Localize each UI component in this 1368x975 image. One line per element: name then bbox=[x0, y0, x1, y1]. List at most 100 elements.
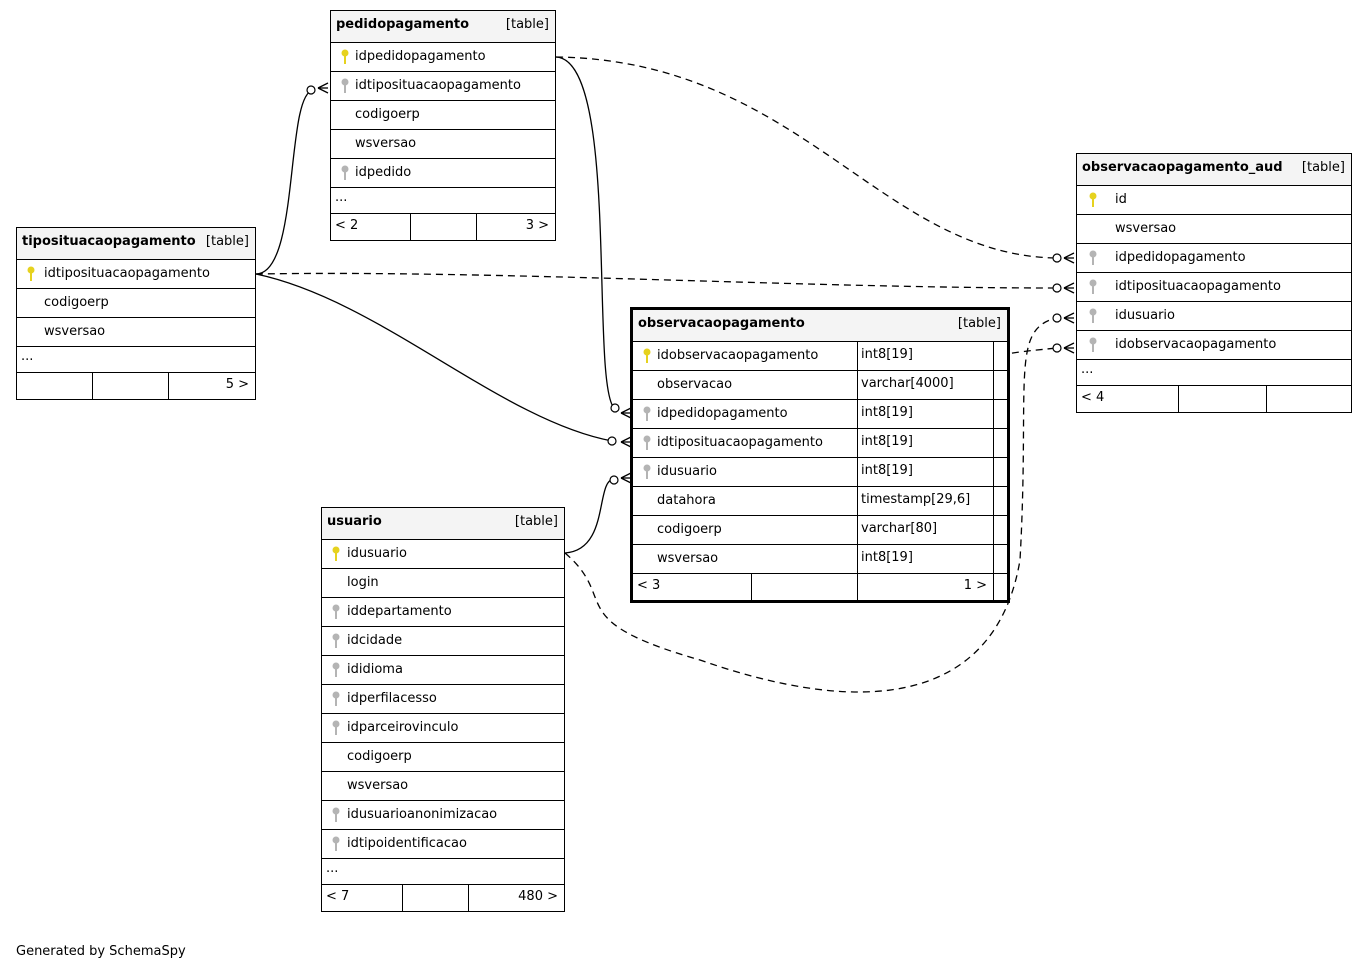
edge-tipo-pedido bbox=[255, 89, 314, 275]
children-count[interactable]: 5 > bbox=[225, 377, 249, 392]
column-row[interactable]: idusuarioanonimizacao bbox=[322, 801, 564, 830]
primary-key-icon bbox=[341, 49, 349, 64]
column-row[interactable]: wsversao bbox=[331, 130, 555, 159]
foreign-key-icon bbox=[1089, 308, 1097, 323]
column-name: idparceirovinculo bbox=[347, 720, 459, 735]
column-name: idpedidopagamento bbox=[1115, 250, 1246, 265]
column-row[interactable]: idusuario int8[19] bbox=[633, 458, 1007, 487]
column-row[interactable]: codigoerp bbox=[17, 289, 255, 318]
column-name: idobservacaopagamento bbox=[1115, 337, 1277, 352]
table-footer: < 7 480 > bbox=[322, 885, 564, 911]
column-row[interactable]: idtiposituacaopagamento int8[19] bbox=[633, 429, 1007, 458]
primary-key-icon bbox=[27, 266, 35, 281]
column-row[interactable]: idperfilacesso bbox=[322, 685, 564, 714]
table-tag: [table] bbox=[205, 234, 249, 249]
children-count[interactable]: 480 > bbox=[518, 889, 558, 904]
column-type: int8[19] bbox=[857, 458, 993, 486]
column-row[interactable]: codigoerp varchar[80] bbox=[633, 516, 1007, 545]
column-name: idtiposituacaopagamento bbox=[44, 266, 210, 281]
column-row[interactable]: wsversao bbox=[322, 772, 564, 801]
column-row[interactable]: idparceirovinculo bbox=[322, 714, 564, 743]
column-row[interactable]: wsversao bbox=[17, 318, 255, 347]
column-row[interactable]: idcidade bbox=[322, 627, 564, 656]
more-columns: ... bbox=[17, 347, 255, 373]
column-type: timestamp[29,6] bbox=[857, 487, 993, 515]
column-row[interactable]: idusuario bbox=[322, 540, 564, 569]
table-header: usuario [table] bbox=[322, 508, 564, 540]
table-tag: [table] bbox=[514, 514, 558, 529]
parents-count[interactable]: < 7 bbox=[326, 889, 350, 904]
column-row[interactable]: idtiposituacaopagamento bbox=[331, 72, 555, 101]
column-row[interactable]: codigoerp bbox=[331, 101, 555, 130]
table-name: usuario bbox=[327, 514, 382, 529]
column-row[interactable]: idtipoidentificacao bbox=[322, 830, 564, 859]
primary-key-icon bbox=[332, 546, 340, 561]
table-observacaopagamento-aud[interactable]: observacaopagamento_aud [table] id wsver… bbox=[1076, 153, 1352, 413]
edge-pedido-observacao bbox=[555, 56, 615, 409]
table-pedidopagamento[interactable]: pedidopagamento [table] idpedidopagament… bbox=[330, 10, 556, 241]
column-name: ididioma bbox=[347, 662, 403, 677]
column-name: codigoerp bbox=[355, 107, 420, 122]
table-tag: [table] bbox=[505, 17, 549, 32]
column-type: varchar[80] bbox=[857, 516, 993, 544]
table-name: observacaopagamento bbox=[638, 316, 805, 331]
column-name: wsversao bbox=[1115, 221, 1177, 236]
column-row[interactable]: wsversao int8[19] bbox=[633, 545, 1007, 574]
more-columns: ... bbox=[322, 859, 564, 885]
column-row[interactable]: idtiposituacaopagamento bbox=[17, 260, 255, 289]
table-usuario[interactable]: usuario [table] idusuario login iddepart… bbox=[321, 507, 565, 912]
table-footer: < 4 bbox=[1077, 386, 1351, 412]
column-row[interactable]: idpedido bbox=[331, 159, 555, 188]
more-columns: ... bbox=[1077, 360, 1351, 386]
column-name: codigoerp bbox=[347, 749, 412, 764]
foreign-key-icon bbox=[332, 691, 340, 706]
table-footer: 5 > bbox=[17, 373, 255, 399]
column-row[interactable]: datahora timestamp[29,6] bbox=[633, 487, 1007, 516]
edge-usuario-observacao bbox=[564, 478, 615, 554]
column-row[interactable]: codigoerp bbox=[322, 743, 564, 772]
column-type: int8[19] bbox=[857, 342, 993, 370]
column-row[interactable]: idobservacaopagamento int8[19] bbox=[633, 342, 1007, 371]
table-header: observacaopagamento [table] bbox=[633, 310, 1007, 342]
foreign-key-icon bbox=[643, 406, 651, 421]
column-name: wsversao bbox=[355, 136, 417, 151]
column-row[interactable]: idobservacaopagamento bbox=[1077, 331, 1351, 360]
column-type: varchar[4000] bbox=[857, 371, 993, 399]
column-row[interactable]: idpedidopagamento int8[19] bbox=[633, 400, 1007, 429]
table-footer: < 2 3 > bbox=[331, 214, 555, 240]
column-row[interactable]: idtiposituacaopagamento bbox=[1077, 273, 1351, 302]
column-row[interactable]: idpedidopagamento bbox=[331, 43, 555, 72]
column-row[interactable]: login bbox=[322, 569, 564, 598]
column-name: iddepartamento bbox=[347, 604, 452, 619]
table-header: observacaopagamento_aud [table] bbox=[1077, 154, 1351, 186]
column-name: idtipoidentificacao bbox=[347, 836, 467, 851]
column-row[interactable]: idusuario bbox=[1077, 302, 1351, 331]
more-columns: ... bbox=[331, 188, 555, 214]
table-name: pedidopagamento bbox=[336, 17, 470, 32]
primary-key-icon bbox=[1089, 192, 1097, 207]
column-name: datahora bbox=[657, 493, 716, 508]
column-name: wsversao bbox=[44, 324, 106, 339]
foreign-key-icon bbox=[341, 165, 349, 180]
foreign-key-icon bbox=[332, 633, 340, 648]
table-name: observacaopagamento_aud bbox=[1082, 160, 1283, 175]
table-observacaopagamento[interactable]: observacaopagamento [table] idobservacao… bbox=[630, 307, 1010, 603]
column-type: int8[19] bbox=[857, 400, 993, 428]
children-count[interactable]: 3 > bbox=[525, 218, 549, 233]
column-row[interactable]: wsversao bbox=[1077, 215, 1351, 244]
column-name: idcidade bbox=[347, 633, 403, 648]
column-type: int8[19] bbox=[857, 545, 993, 573]
column-row[interactable]: observacao varchar[4000] bbox=[633, 371, 1007, 400]
parents-count[interactable]: < 3 bbox=[637, 578, 661, 593]
foreign-key-icon bbox=[341, 78, 349, 93]
children-count[interactable]: 1 > bbox=[963, 578, 987, 593]
column-name: codigoerp bbox=[44, 295, 109, 310]
column-row[interactable]: ididioma bbox=[322, 656, 564, 685]
foreign-key-icon bbox=[1089, 279, 1097, 294]
column-row[interactable]: id bbox=[1077, 186, 1351, 215]
parents-count[interactable]: < 2 bbox=[335, 218, 359, 233]
parents-count[interactable]: < 4 bbox=[1081, 390, 1105, 405]
table-tiposituacaopagamento[interactable]: tiposituacaopagamento [table] idtipositu… bbox=[16, 227, 256, 400]
column-row[interactable]: idpedidopagamento bbox=[1077, 244, 1351, 273]
column-row[interactable]: iddepartamento bbox=[322, 598, 564, 627]
